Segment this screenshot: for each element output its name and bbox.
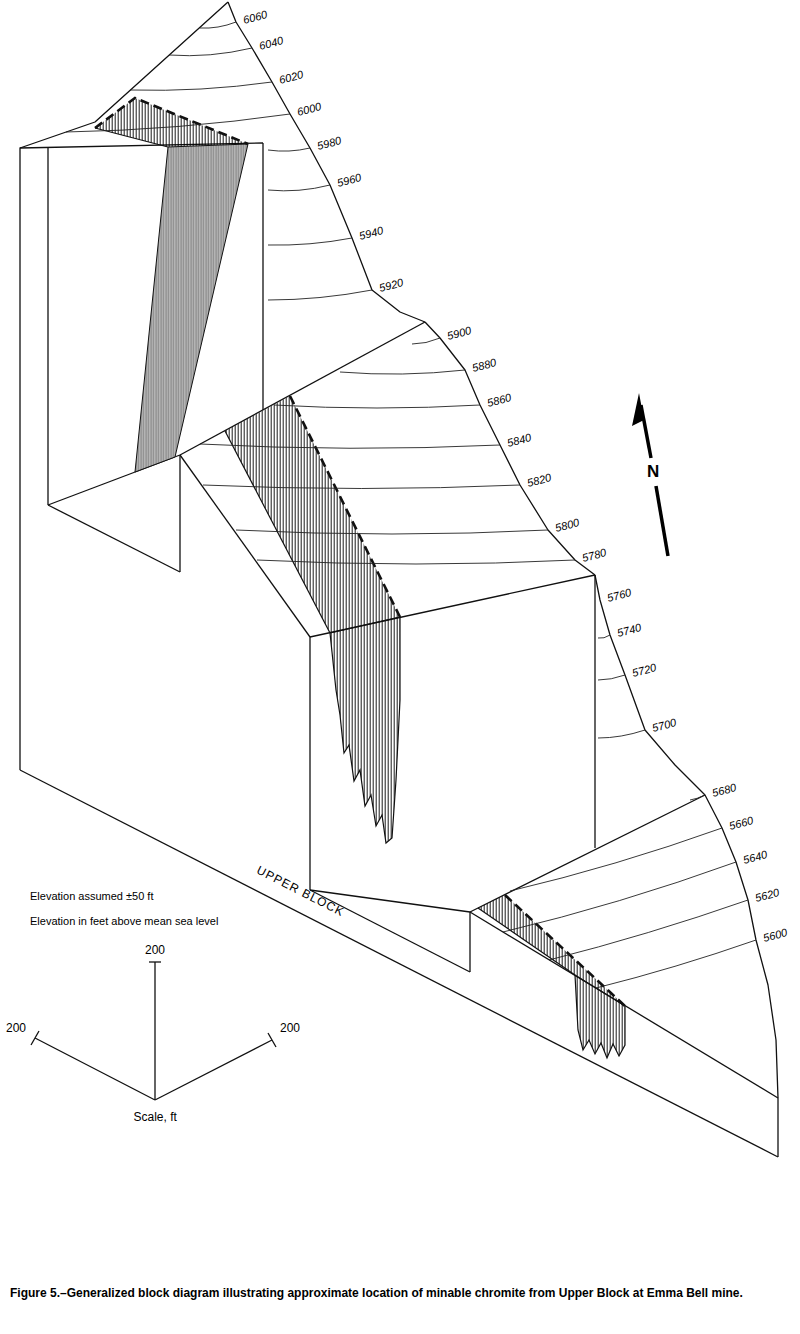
step-edge: [179, 455, 180, 572]
north-label: N: [647, 462, 659, 482]
contour-elevation: 5660: [728, 814, 755, 833]
cut-edge: [594, 575, 595, 848]
north-arrow-shaft: [656, 486, 668, 556]
elevation-note: Elevation assumed ±50 ft: [30, 890, 153, 903]
contour-elevation: 6000: [296, 100, 323, 119]
contour-elevation: 5840: [506, 431, 533, 450]
block-outline: [20, 2, 778, 1157]
contour-elevation: 6020: [278, 68, 305, 87]
chromite-zone: [135, 144, 248, 472]
contour-elevation: 5720: [631, 661, 658, 680]
contour-elevation: 5640: [742, 848, 769, 867]
contour-elevation: 6060: [242, 8, 269, 27]
chromite-zone: [330, 617, 400, 843]
contour-elevation: 5760: [606, 586, 633, 605]
north-arrow-head: [632, 393, 644, 426]
block-boundary: [470, 795, 705, 912]
block-name: UPPER BLOCK: [254, 864, 346, 920]
contour-elevation: 5740: [616, 621, 643, 640]
contour-elevation: 5880: [471, 356, 498, 375]
contour-elevation: 5900: [446, 324, 473, 343]
cut-edge: [309, 637, 310, 890]
chromite-zones: [95, 98, 625, 1058]
elevation-note: Elevation in feet above mean sea level: [30, 915, 218, 928]
contour-elevation: 5600: [762, 926, 789, 945]
contour-elevation: 5940: [358, 224, 385, 243]
contour-elevation: 5700: [651, 716, 678, 735]
terrain-edge: [228, 2, 425, 322]
figure-caption: Figure 5.–Generalized block diagram illu…: [10, 1286, 790, 1302]
cut-edge: [47, 148, 48, 505]
cut-edge: [262, 143, 263, 410]
block-edge: [20, 143, 263, 770]
contour-elevation: 5680: [711, 781, 738, 800]
contour-elevation: 5920: [378, 276, 405, 295]
zone-boundary-dashed: [95, 98, 625, 1006]
step-edge: [469, 912, 470, 972]
zone-edge: [95, 128, 575, 975]
scale-title: Scale, ft: [134, 1111, 177, 1125]
contour-elevation: 5800: [554, 516, 581, 535]
cut-floor: [48, 505, 180, 572]
scale-value: 200: [6, 1022, 26, 1036]
chromite-zone: [225, 396, 400, 633]
block-edge: [20, 770, 778, 1157]
contour-elevation: 5620: [754, 886, 781, 905]
north-arrow: [632, 393, 668, 556]
contour-elevation: 5960: [336, 171, 363, 190]
scale-value: 200: [280, 1022, 300, 1036]
contour-lines: [66, 22, 756, 988]
contour-elevation: 5780: [581, 546, 608, 565]
chromite-zone: [478, 895, 625, 1006]
contour-elevation: 5860: [486, 391, 513, 410]
scale-bar: [31, 962, 276, 1100]
terrain-edge: [425, 322, 595, 575]
contour-elevation: 5980: [316, 134, 343, 153]
contour-elevation: 5820: [526, 471, 553, 490]
scale-value: 200: [145, 944, 165, 958]
contour-elevation: 6040: [258, 34, 285, 53]
block-edge: [777, 1098, 778, 1157]
